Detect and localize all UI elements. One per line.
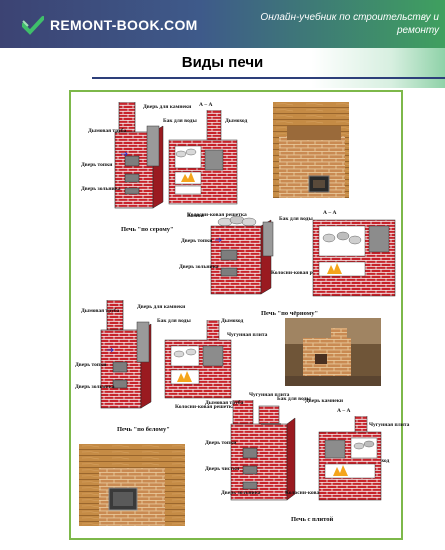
section-label-4: А – А: [337, 408, 351, 414]
label-smoke-duct: Дымоход: [225, 118, 248, 124]
oven-types-figure: Дымовая труба Дверь для камнеки Бак для …: [69, 90, 409, 540]
site-header: REMONT-BOOK.COM Онлайн-учебник по строит…: [0, 0, 445, 48]
label-grate: Колосни-ковая решетка: [187, 212, 247, 218]
label-water-tank-3: Бак для воды: [157, 318, 191, 324]
oven-stove-section-drawing: [318, 416, 382, 501]
site-logo[interactable]: REMONT-BOOK.COM: [22, 15, 198, 35]
label-chimney-3: Дымовая труба: [81, 308, 120, 314]
oven-stove-photo: [79, 444, 185, 526]
oven-black-3d-drawing: [210, 215, 274, 295]
label-ash-door-3: Дверь зольника: [75, 384, 115, 390]
oven-white-3d-drawing: [100, 300, 152, 409]
oven-grey-photo: [273, 102, 349, 198]
caption-oven-grey: Печь "по серому": [121, 226, 174, 233]
label-water-tank: Бак для воды: [163, 118, 197, 124]
oven-stove-3d-drawing: [230, 400, 296, 501]
label-ash-door: Дверь зольника: [81, 186, 121, 192]
label-ash-door-2: Дверь зольника: [179, 264, 219, 270]
title-divider: [92, 77, 445, 79]
label-firebox-door-3: Дверь топки: [75, 362, 107, 368]
caption-oven-white: Печь "по белому": [117, 426, 170, 433]
label-damper: Дверь для камнеки: [143, 104, 192, 110]
label-damper-4: Дверь камнеки: [305, 398, 344, 404]
label-cast-plate-3: Чугунная плита: [227, 332, 268, 338]
label-cast-plate-4b: Чугунная плита: [369, 422, 410, 428]
label-cast-plate-4: Чугунная плита: [249, 392, 290, 398]
label-damper-3: Дверь для камнеки: [137, 304, 186, 310]
label-cleaning-door-4: Дверь чистки: [205, 466, 240, 472]
label-water-tank-4: Бак для воды: [277, 396, 311, 402]
site-tagline: Онлайн-учебник по строительству и ремонт…: [260, 12, 439, 36]
oven-grey-section-drawing: [168, 110, 238, 205]
page-title: Виды печи: [181, 54, 264, 71]
label-grate-4: Колосни-ковая решетка: [285, 490, 345, 496]
oven-white-section-drawing: [164, 320, 232, 399]
header-band: [0, 48, 445, 88]
label-smoke-duct-3: Дымоход: [221, 318, 244, 324]
label-grate-3: Колосни-ковая решетка: [175, 404, 235, 410]
label-firebox-door-4: Дверь топки: [205, 440, 237, 446]
label-water-tank-2: Бак для воды: [279, 216, 313, 222]
label-firebox-door-2: Дверь топки: [181, 238, 213, 244]
section-label: А – А: [199, 102, 213, 108]
label-chimney: Дымовая труба: [88, 128, 127, 134]
caption-oven-black: Печь "по чёрному": [261, 310, 319, 317]
caption-oven-stove: Печь с плитой: [291, 516, 334, 523]
label-chimney-4: Дымовая труба: [205, 400, 244, 406]
label-grate-2: Колосни-ковая решетка: [271, 270, 331, 276]
label-firebox-door: Дверь топки: [81, 162, 113, 168]
logo-text: REMONT-BOOK.COM: [50, 17, 198, 33]
oven-grey-3d-drawing: [114, 102, 164, 209]
oven-black-section-drawing: [312, 219, 396, 297]
label-ash-door-4: Дверь зольника: [221, 490, 261, 496]
label-stones: Камни: [187, 213, 204, 219]
checkmark-logo-icon: [22, 16, 44, 35]
section-label-2: А – А: [323, 210, 337, 216]
oven-white-photo: [285, 318, 381, 386]
